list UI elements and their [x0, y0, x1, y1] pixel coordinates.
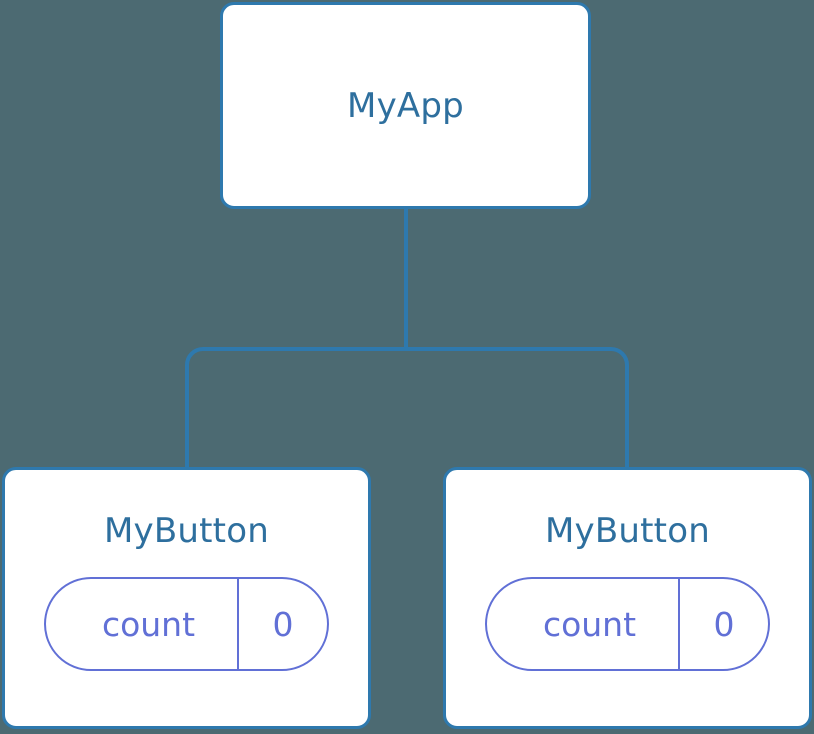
state-pill-key: count: [101, 604, 196, 644]
node-title: MyButton: [545, 511, 710, 551]
state-pill[interactable]: count 0: [44, 577, 329, 671]
edge-branch-left: [185, 347, 406, 470]
tree-node-mybutton-1[interactable]: MyButton count 0: [443, 467, 812, 729]
state-pill[interactable]: count 0: [485, 577, 770, 671]
state-pill-key: count: [542, 604, 637, 644]
node-title: MyButton: [104, 511, 269, 551]
node-title: MyApp: [347, 85, 464, 126]
edge-branch-right: [406, 347, 629, 470]
tree-node-myapp[interactable]: MyApp: [220, 2, 591, 209]
state-pill-value: 0: [678, 579, 768, 669]
tree-node-mybutton-0[interactable]: MyButton count 0: [2, 467, 371, 729]
state-pill-value: 0: [237, 579, 327, 669]
